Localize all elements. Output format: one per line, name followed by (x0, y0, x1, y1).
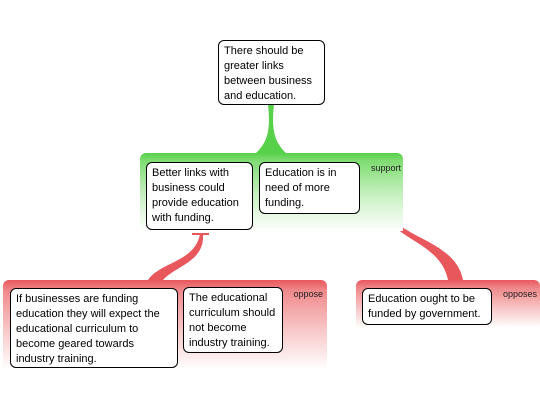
support-group-label: support (370, 163, 401, 173)
support-connector (256, 104, 286, 153)
oppose-connector-left (148, 234, 204, 280)
support-node-education-needs-funding[interactable]: Education is in need of more funding. (259, 162, 360, 214)
oppose-connector-right (384, 207, 463, 280)
opposes-group-label: opposes (502, 289, 537, 299)
oppose-node-curriculum-geared[interactable]: If businesses are funding education they… (10, 288, 178, 368)
oppose-group-label: oppose (293, 289, 323, 299)
claim-node[interactable]: There should be greater links between bu… (218, 40, 325, 105)
support-node-funding-links[interactable]: Better links with business could provide… (146, 162, 253, 230)
oppose-node-government-funding[interactable]: Education ought to be funded by governme… (362, 288, 492, 325)
oppose-node-curriculum-not-training[interactable]: The educational curriculum should not be… (183, 287, 283, 353)
